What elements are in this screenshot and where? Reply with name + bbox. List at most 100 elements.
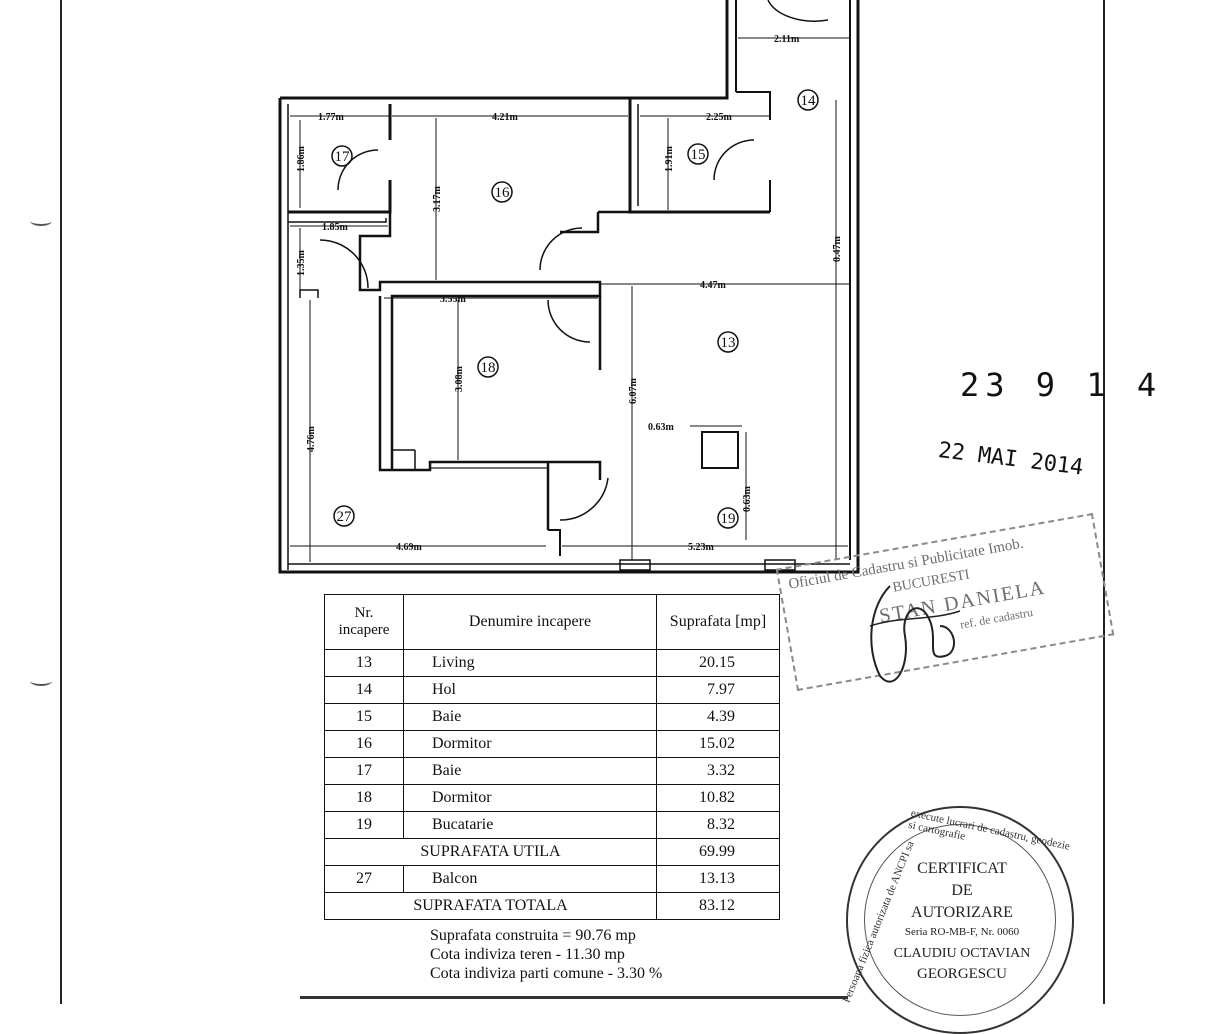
header-name: Denumire incapere [403, 594, 657, 650]
cell-name: Hol [403, 676, 657, 704]
bottom-rule [300, 996, 848, 999]
dim-label: 1.77m [318, 112, 345, 123]
cell-name: Dormitor [403, 784, 657, 812]
room-number: 13 [721, 335, 736, 351]
cell-nr: 15 [324, 703, 404, 731]
seal-holder-name: CLAUDIU OCTAVIAN [893, 946, 1031, 961]
plan-walls [278, 0, 860, 574]
cell-area: 3.32 [656, 757, 780, 785]
authorization-seal: execute lucrari de cadastru, geodezie si… [841, 806, 1074, 1034]
cell-area: 4.39 [656, 703, 780, 731]
margin-mark [30, 676, 52, 686]
room-number: 27 [337, 509, 353, 525]
room-marker-16: 16 [491, 181, 513, 203]
total-area-value: 83.12 [656, 892, 780, 920]
total-area-row: SUPRAFATA TOTALA 83.12 [324, 892, 780, 920]
table-row: 17 Baie 3.32 [324, 757, 780, 785]
area-table: Nr. incapere Denumire incapere Suprafata… [324, 594, 780, 920]
floor-plan: 2.11m 1.77m 4.21m 2.25m 1.86m 3.17m 1.91… [278, 0, 860, 574]
table-row: 15 Baie 4.39 [324, 703, 780, 731]
common-share-note: Cota indiviza parti comune - 3.30 % [430, 965, 663, 982]
cell-nr: 14 [324, 676, 404, 704]
table-row: 14 Hol 7.97 [324, 676, 780, 704]
page-border-right [1103, 0, 1105, 1004]
table-row: 19 Bucatarie 8.32 [324, 811, 780, 839]
room-marker-15: 15 [687, 143, 709, 165]
room-marker-18: 18 [477, 356, 499, 378]
dim-label: 3.55m [440, 294, 467, 305]
cell-name: Baie [403, 757, 657, 785]
total-area-label: SUPRAFATA TOTALA [324, 892, 657, 920]
cell-name: Baie [403, 703, 657, 731]
area-notes: Suprafata construita = 90.76 mp Cota ind… [430, 926, 662, 983]
dim-label: 1.35m [296, 250, 307, 277]
dim-label: 4.21m [492, 112, 519, 123]
cell-area: 13.13 [656, 865, 780, 893]
dim-label: 3.08m [454, 366, 465, 393]
cell-name: Bucatarie [403, 811, 657, 839]
table-row: 27 Balcon 13.13 [324, 865, 780, 893]
useful-area-label: SUPRAFATA UTILA [324, 838, 657, 866]
cell-nr: 17 [324, 757, 404, 785]
cell-nr: 18 [324, 784, 404, 812]
header-area: Suprafata [mp] [656, 594, 780, 650]
table-row: 18 Dormitor 10.82 [324, 784, 780, 812]
dim-label: 1.86m [296, 146, 307, 173]
dimension-lines [290, 37, 850, 562]
signature-mark [869, 585, 961, 683]
table-header-row: Nr. incapere Denumire incapere Suprafata… [324, 594, 780, 650]
table-row: 16 Dormitor 15.02 [324, 730, 780, 758]
room-markers: 14 17 16 15 13 18 27 19 [331, 89, 819, 529]
room-number: 17 [335, 149, 351, 165]
useful-area-value: 69.99 [656, 838, 780, 866]
room-number: 18 [481, 360, 496, 376]
cell-nr: 27 [324, 865, 404, 893]
cell-area: 15.02 [656, 730, 780, 758]
dim-label: 4.69m [396, 542, 423, 553]
room-marker-17: 17 [331, 145, 353, 167]
seal-holder-surname: GEORGESCU [916, 966, 1007, 982]
dim-label: 3.17m [432, 186, 443, 213]
dimension-labels: 2.11m 1.77m 4.21m 2.25m 1.86m 3.17m 1.91… [296, 34, 843, 553]
dim-label: 1.85m [322, 222, 349, 233]
cell-nr: 19 [324, 811, 404, 839]
cell-area: 7.97 [656, 676, 780, 704]
page-border-left [60, 0, 62, 1004]
room-number: 15 [691, 147, 706, 163]
header-nr: Nr. incapere [324, 594, 404, 650]
dim-label: 2.25m [706, 112, 733, 123]
room-marker-19: 19 [717, 507, 739, 529]
dim-label: 1.91m [664, 146, 675, 173]
seal-title: DE [951, 882, 973, 899]
registration-number: 23 9 1 4 [960, 366, 1163, 404]
cell-area: 20.15 [656, 649, 780, 677]
room-marker-14: 14 [797, 89, 819, 111]
cell-nr: 13 [324, 649, 404, 677]
cell-nr: 16 [324, 730, 404, 758]
dim-label: 4.76m [306, 426, 317, 453]
cell-name: Living [403, 649, 657, 677]
cell-area: 8.32 [656, 811, 780, 839]
dim-label: 4.47m [700, 280, 727, 291]
seal-title: AUTORIZARE [911, 904, 1013, 921]
land-share-note: Cota indiviza teren - 11.30 mp [430, 946, 625, 963]
table-row: 13 Living 20.15 [324, 649, 780, 677]
seal-series: Seria RO-MB-F, Nr. 0060 [904, 926, 1020, 938]
cell-area: 10.82 [656, 784, 780, 812]
dim-label: 0.63m [742, 486, 753, 513]
margin-mark [30, 216, 52, 226]
built-area-note: Suprafata construita = 90.76 mp [430, 927, 636, 944]
seal-title: CERTIFICAT [917, 860, 1007, 877]
room-number: 19 [721, 511, 736, 527]
dim-label: 5.23m [688, 542, 715, 553]
room-marker-13: 13 [717, 331, 739, 353]
room-marker-27: 27 [333, 505, 355, 527]
room-number: 16 [495, 185, 511, 201]
dim-label: 2.11m [774, 34, 800, 45]
cell-name: Dormitor [403, 730, 657, 758]
room-number: 14 [801, 93, 817, 109]
dim-label: 0.63m [648, 422, 675, 433]
useful-area-row: SUPRAFATA UTILA 69.99 [324, 838, 780, 866]
dim-label: 0.47m [832, 236, 843, 263]
cell-name: Balcon [403, 865, 657, 893]
